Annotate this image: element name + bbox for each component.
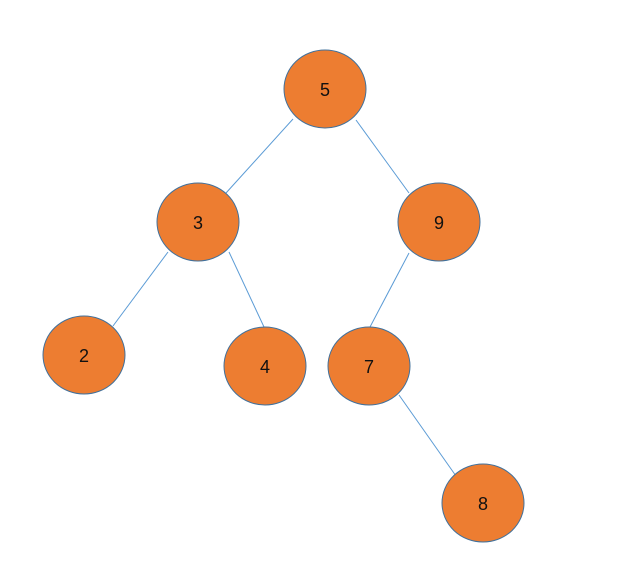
node-8: 8: [441, 463, 525, 543]
node-3: 3: [156, 182, 240, 262]
edge-7-8: [398, 394, 457, 477]
edge-9-7: [369, 252, 410, 328]
node-9: 9: [397, 182, 481, 262]
node-label: 2: [79, 346, 89, 366]
node-label: 4: [260, 357, 270, 377]
node-2: 2: [42, 315, 126, 395]
node-5: 5: [283, 49, 367, 129]
edge-3-4: [228, 251, 265, 328]
edge-3-2: [112, 251, 169, 327]
edges: [112, 118, 457, 477]
node-label: 8: [478, 494, 488, 514]
edge-5-9: [355, 119, 410, 194]
node-label: 3: [193, 213, 203, 233]
node-4: 4: [223, 326, 307, 406]
node-label: 5: [320, 80, 330, 100]
edge-5-3: [225, 118, 294, 194]
node-7: 7: [327, 326, 411, 406]
node-label: 7: [364, 357, 374, 377]
node-label: 9: [434, 213, 444, 233]
